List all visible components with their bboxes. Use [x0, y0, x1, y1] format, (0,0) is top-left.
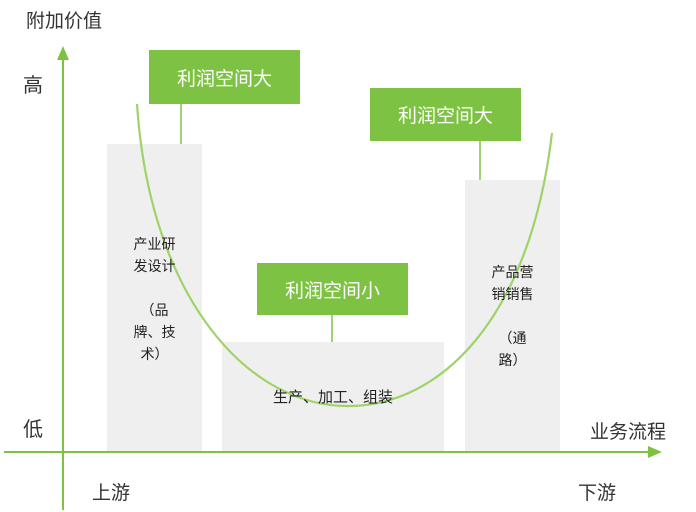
rd-design-label: 产业研 发设计 （品 牌、技 术） — [133, 237, 176, 363]
marketing-label: 产品营 销销售 （通 路） — [491, 265, 534, 369]
right-profit-callout: 利润空间大 — [370, 88, 521, 141]
middle-profit-callout: 利润空间小 — [257, 263, 408, 315]
x-axis-left-label: 上游 — [92, 482, 131, 504]
manufacturing-label: 生产、加工、组装 — [272, 388, 393, 406]
x-axis-arrow — [648, 446, 662, 458]
x-axis-right-label: 下游 — [578, 482, 617, 504]
marketing-column — [465, 180, 560, 451]
x-axis-title: 业务流程 — [590, 421, 667, 443]
y-axis-title: 附加价值 — [26, 10, 103, 32]
left-profit-callout: 利润空间大 — [149, 50, 300, 104]
y-axis-arrow — [57, 46, 69, 60]
smile-curve — [135, 103, 554, 408]
manufacturing-column — [222, 342, 444, 451]
y-axis-low-label: 低 — [23, 417, 43, 441]
rd-design-column — [107, 144, 202, 451]
y-axis-high-label: 高 — [23, 73, 43, 97]
